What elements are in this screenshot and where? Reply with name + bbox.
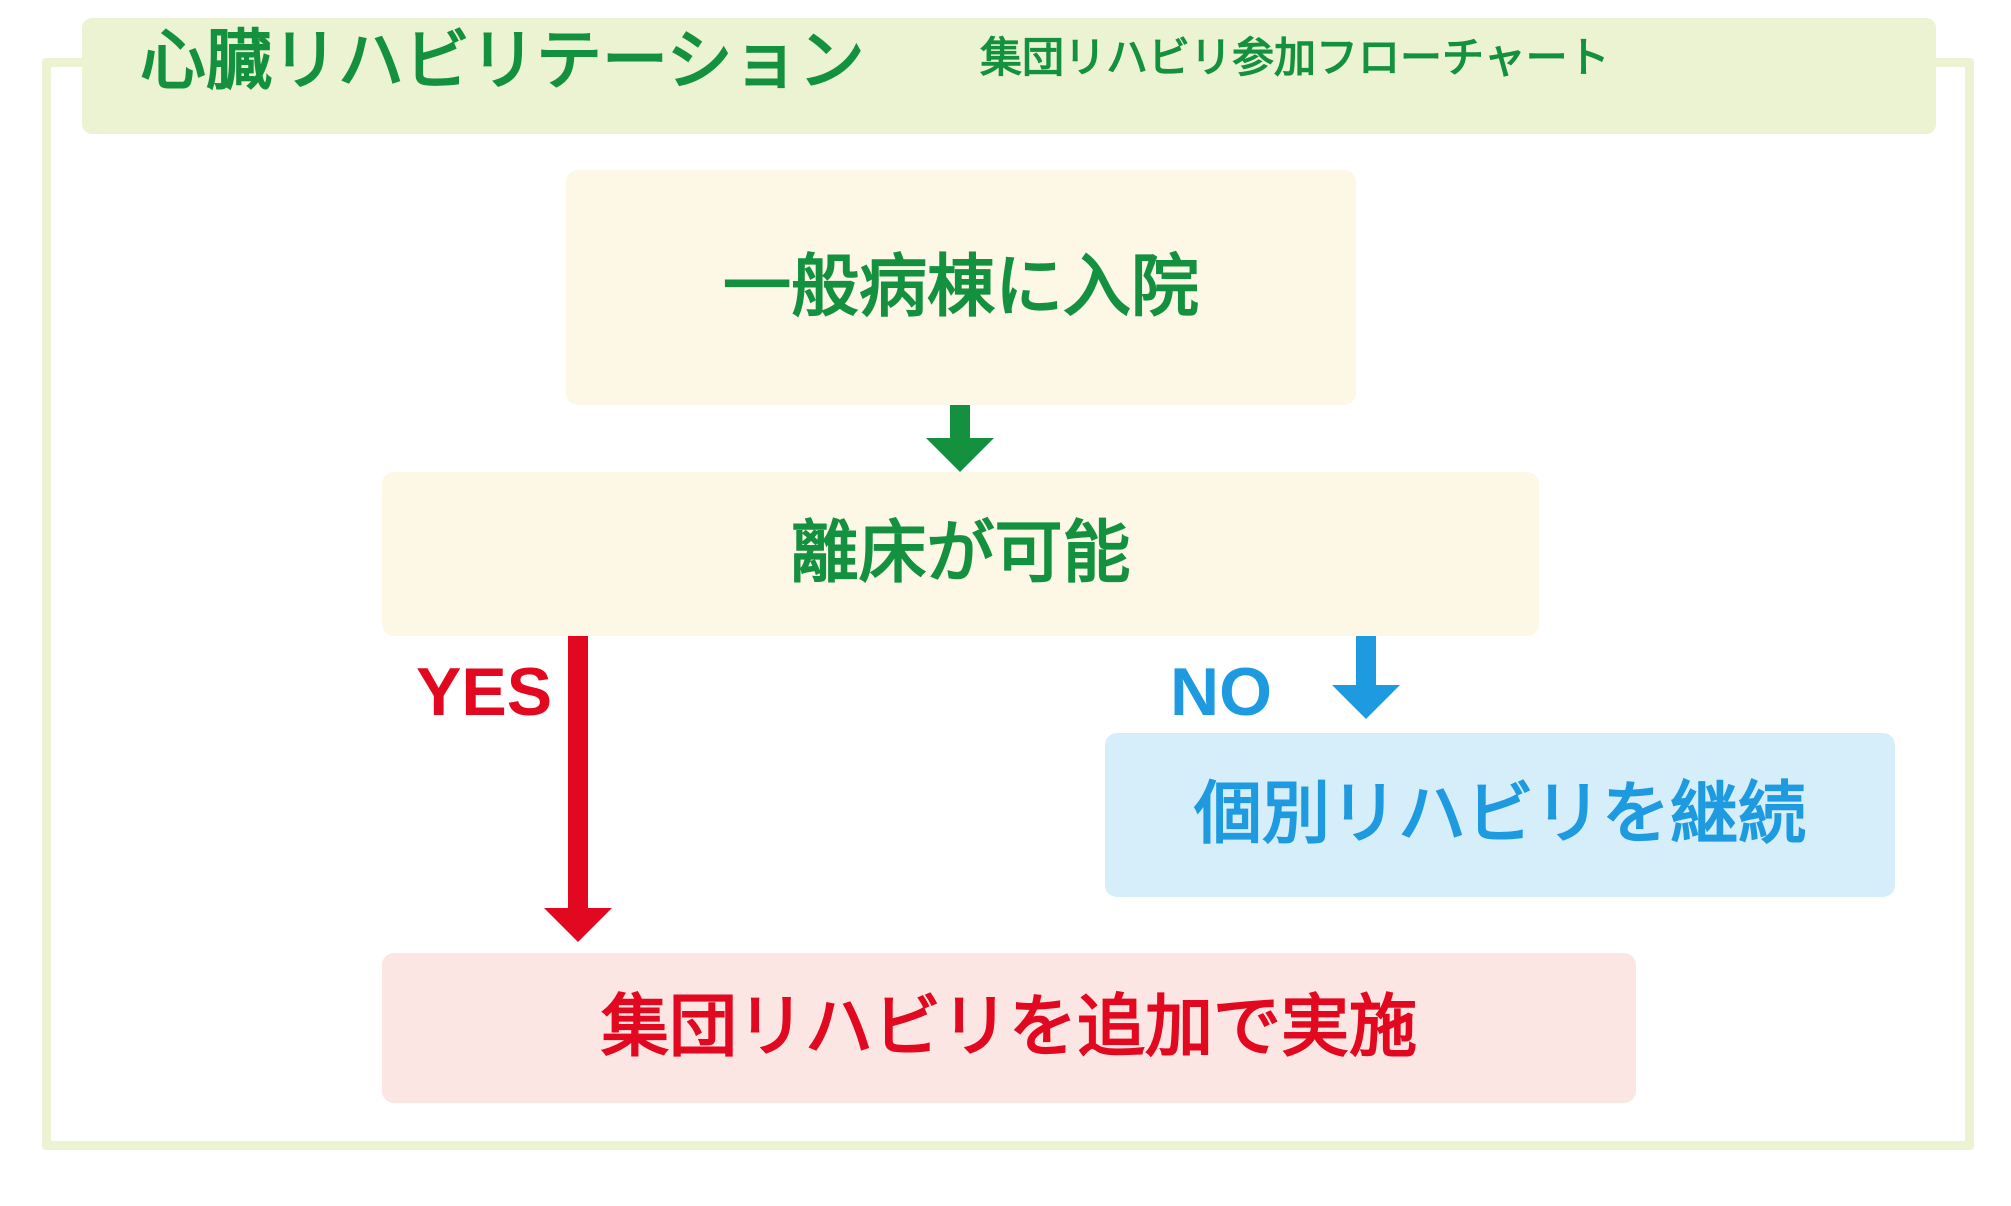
page-title: 心臓リハビリテーション: [140, 22, 865, 99]
node-admit: 一般病棟に入院: [566, 170, 1356, 405]
page-subtitle: 集団リハビリ参加フローチャート: [980, 33, 1610, 82]
branch-no-label: NO: [1170, 654, 1272, 730]
node-individual-rehab-label: 個別リハビリを継続: [1193, 775, 1806, 854]
node-group-rehab-label: 集団リハビリを追加で実施: [600, 988, 1417, 1067]
header-banner: [82, 18, 1936, 134]
branch-yes-label: YES: [416, 654, 553, 730]
arrow-no-to-individual: [1332, 636, 1400, 719]
arrow-admit-to-ambulate: [926, 405, 994, 472]
node-ambulate: 離床が可能: [382, 472, 1539, 636]
node-group-rehab: 集団リハビリを追加で実施: [382, 953, 1636, 1103]
node-ambulate-label: 離床が可能: [790, 514, 1131, 593]
arrow-yes-to-group: [544, 636, 612, 942]
node-admit-label: 一般病棟に入院: [722, 247, 1199, 327]
node-individual-rehab: 個別リハビリを継続: [1105, 733, 1895, 897]
